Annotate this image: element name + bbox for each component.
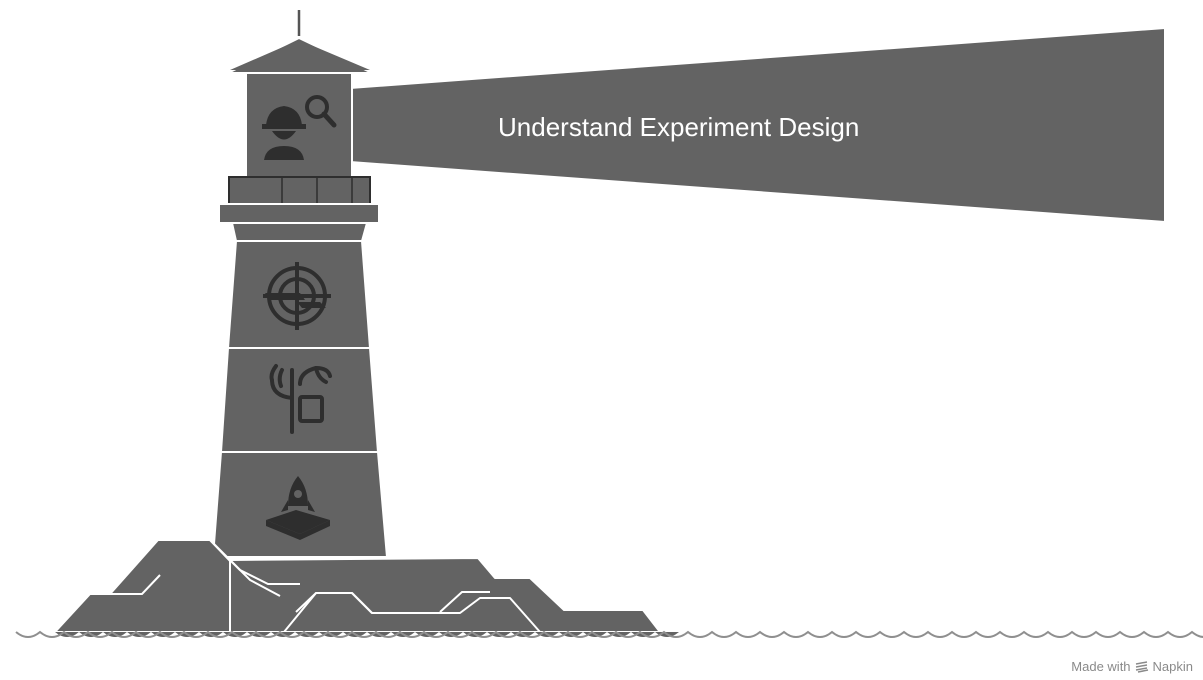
rock-edges — [110, 539, 490, 614]
rocket-launch-icon — [266, 476, 330, 540]
lantern-roof — [227, 10, 373, 74]
napkin-logo-icon — [1135, 660, 1148, 673]
engineer-search-icon — [262, 95, 337, 160]
target-icon — [263, 262, 331, 330]
light-beam: Understand Experiment Design — [349, 26, 1166, 224]
tower — [211, 240, 389, 558]
made-with-label: Made with — [1071, 659, 1131, 674]
beam-label: Understand Experiment Design — [498, 112, 859, 142]
antlers-icon — [269, 364, 332, 434]
rocks — [54, 539, 661, 633]
gallery-railing — [218, 176, 380, 242]
napkin-brand: Napkin — [1152, 659, 1193, 674]
water — [15, 630, 1203, 638]
made-with-credit: Made with Napkin — [1071, 659, 1193, 674]
lantern-room — [245, 72, 353, 180]
